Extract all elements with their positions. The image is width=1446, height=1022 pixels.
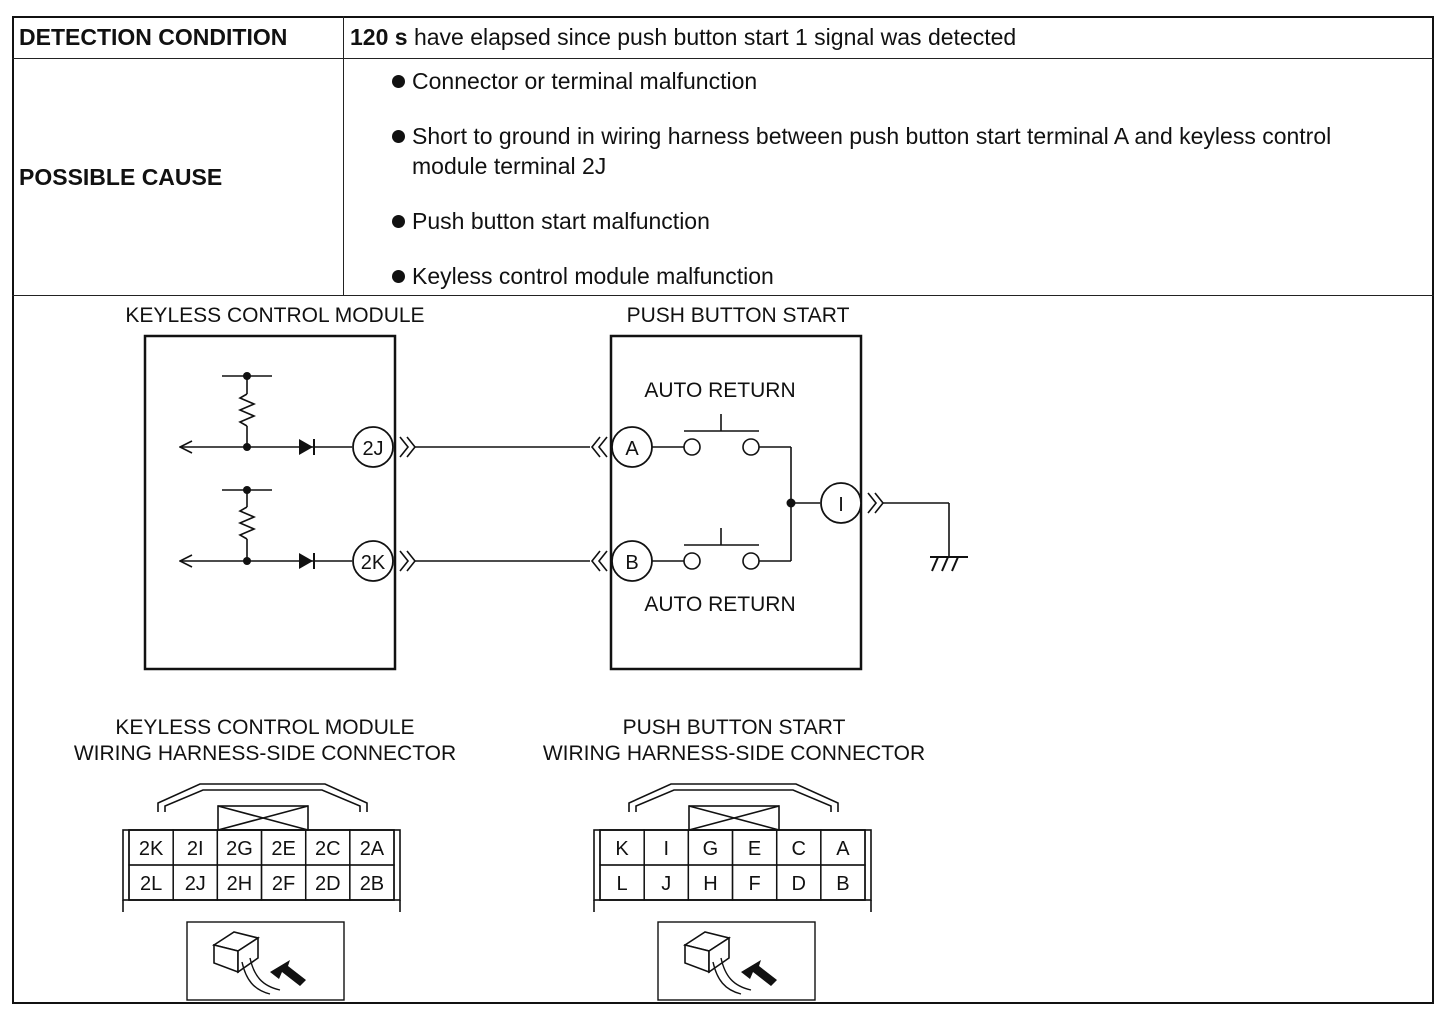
right-connector-pins: K I G E C A L J H F D B bbox=[599, 829, 866, 901]
auto-return-bottom: AUTO RETURN bbox=[644, 593, 795, 616]
right-connector-title-1: PUSH BUTTON START bbox=[623, 716, 846, 739]
detection-condition-label: DETECTION CONDITION bbox=[19, 24, 288, 50]
possible-cause-label: POSSIBLE CAUSE bbox=[19, 164, 223, 190]
left-connector-pin-label: 2A bbox=[360, 838, 385, 860]
module-title: KEYLESS CONTROL MODULE bbox=[125, 304, 424, 327]
left-connector-pin-label: 2B bbox=[360, 873, 384, 895]
left-connector-pin-label: 2H bbox=[227, 873, 253, 895]
left-connector-pin-label: 2J bbox=[185, 873, 206, 895]
left-connector-title-1: KEYLESS CONTROL MODULE bbox=[115, 716, 414, 739]
table-divider-2 bbox=[12, 295, 1434, 296]
right-connector-pin-label: L bbox=[617, 873, 628, 895]
right-connector-pin-label: C bbox=[792, 838, 806, 860]
right-connector-pin-label: F bbox=[748, 873, 760, 895]
right-connector-pin-label: J bbox=[661, 873, 671, 895]
harness-wires bbox=[399, 436, 608, 572]
diode-lower bbox=[299, 553, 315, 569]
right-connector-pin-label: E bbox=[748, 838, 761, 860]
bullet-1 bbox=[392, 75, 405, 88]
junction-dot bbox=[786, 498, 796, 508]
diode-upper bbox=[299, 439, 315, 455]
left-connector-pin-label: 2L bbox=[140, 873, 162, 895]
right-connector-pin-label: A bbox=[836, 838, 850, 860]
terminal-b-label: B bbox=[625, 552, 638, 574]
auto-return-top: AUTO RETURN bbox=[644, 379, 795, 402]
left-connector-pin-label: 2F bbox=[272, 873, 295, 895]
cause-item-1: Connector or terminal malfunction bbox=[412, 68, 758, 94]
terminal-2j bbox=[352, 426, 394, 468]
terminal-2k-label: 2K bbox=[361, 552, 386, 574]
switch-title: PUSH BUTTON START bbox=[627, 304, 850, 327]
terminal-i-label: I bbox=[838, 494, 844, 516]
junction-dot bbox=[243, 443, 251, 451]
diagnostic-sheet bbox=[12, 16, 1434, 1004]
right-connector-pin-label: D bbox=[792, 873, 806, 895]
junction-dot bbox=[243, 557, 251, 565]
bullet-3 bbox=[392, 215, 405, 228]
left-connector-view-icon bbox=[186, 921, 345, 1001]
left-connector-pin-label: 2D bbox=[315, 873, 341, 895]
right-connector-view-icon bbox=[657, 921, 816, 1001]
upper-module-circuit bbox=[180, 375, 352, 447]
bullet-4 bbox=[392, 270, 405, 283]
switch-2 bbox=[652, 528, 791, 570]
terminal-i bbox=[820, 482, 862, 524]
right-connector-pin-label: G bbox=[703, 838, 719, 860]
left-connector-pin-label: 2G bbox=[226, 838, 253, 860]
right-connector-pin-label: K bbox=[615, 838, 629, 860]
ground-icon bbox=[930, 556, 968, 572]
cause-item-2: Short to ground in wiring harness betwee… bbox=[412, 123, 1332, 179]
cause-item-3: Push button start malfunction bbox=[412, 208, 710, 234]
left-connector-pin-label: 2C bbox=[315, 838, 341, 860]
table-divider-1 bbox=[12, 58, 1434, 59]
keyless-control-module-box bbox=[143, 334, 397, 671]
left-connector-pins: 2K 2I 2G 2E 2C 2A 2L 2J 2H 2F 2D 2B bbox=[128, 829, 395, 901]
right-connector-pin-label: H bbox=[703, 873, 717, 895]
junction-dot bbox=[243, 486, 251, 494]
detection-time: 120 s bbox=[350, 24, 408, 50]
left-connector-pin-cell bbox=[349, 864, 395, 901]
right-connector-pin-label: I bbox=[663, 838, 669, 860]
detection-description: have elapsed since push button start 1 s… bbox=[407, 24, 1017, 50]
left-connector-title-2: WIRING HARNESS-SIDE CONNECTOR bbox=[74, 742, 456, 765]
terminal-a-label: A bbox=[625, 438, 639, 460]
terminal-2k bbox=[352, 540, 394, 582]
right-connector-pin-label: B bbox=[836, 873, 849, 895]
detection-condition-value: 120 s have elapsed since push button sta… bbox=[350, 24, 1016, 51]
right-connector-pin-cell bbox=[820, 864, 866, 901]
terminal-2j-label: 2J bbox=[362, 438, 383, 460]
lower-module-circuit bbox=[180, 489, 352, 561]
ground-wire bbox=[867, 492, 950, 556]
table-column-divider bbox=[343, 16, 344, 295]
bullet-2 bbox=[392, 130, 405, 143]
right-connector-title-2: WIRING HARNESS-SIDE CONNECTOR bbox=[543, 742, 925, 765]
junction-dot bbox=[243, 372, 251, 380]
cause-item-4: Keyless control module malfunction bbox=[412, 263, 774, 289]
left-connector-pin-label: 2E bbox=[271, 838, 295, 860]
left-connector-pin-label: 2K bbox=[139, 838, 164, 860]
left-connector-pin-label: 2I bbox=[187, 838, 204, 860]
